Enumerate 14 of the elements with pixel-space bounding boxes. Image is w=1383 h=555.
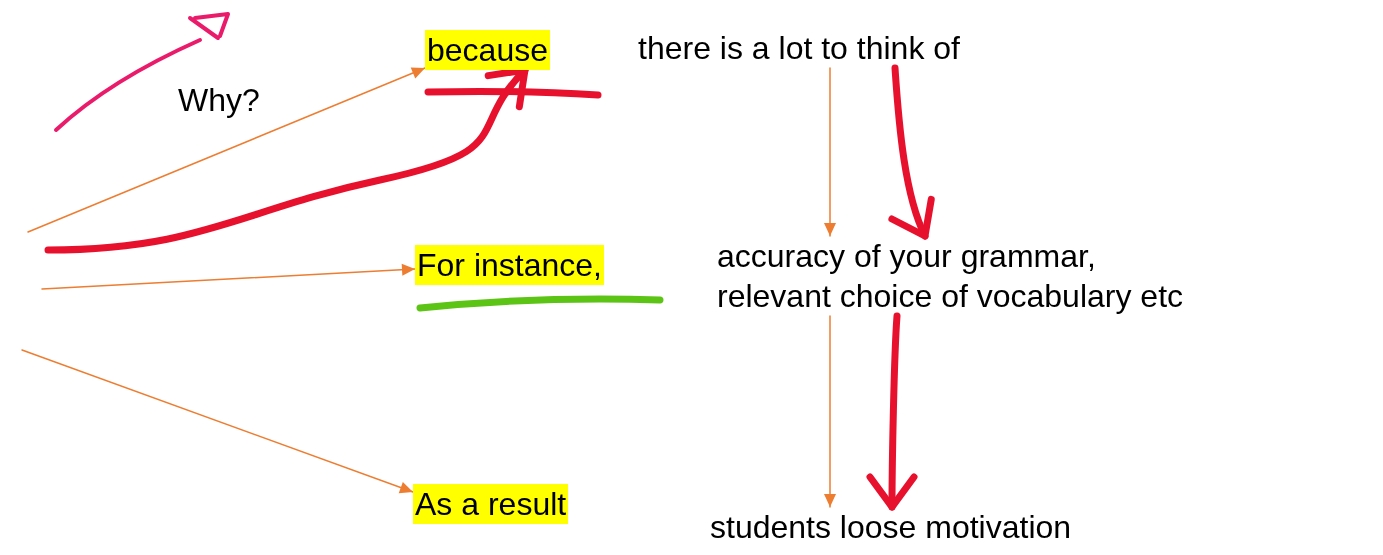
text-phrase: there is a lot to think of (638, 28, 960, 68)
hand-drawn-arrow (866, 312, 918, 511)
question-label: Why? (178, 81, 260, 120)
arrow (21, 349, 414, 494)
arrow (27, 67, 426, 233)
text-phrase: students loose motivation (710, 507, 1072, 547)
arrow (41, 263, 416, 290)
arrow (824, 67, 836, 237)
highlighted-phrase: For instance, (415, 245, 604, 285)
highlighted-phrase: As a result (413, 484, 569, 524)
hand-drawn-arrow (889, 64, 937, 240)
highlighted-phrase: because (425, 30, 550, 70)
arrow (824, 315, 836, 508)
text-phrase: accuracy of your grammar, relevant choice of vocabulary etc (717, 236, 1337, 316)
